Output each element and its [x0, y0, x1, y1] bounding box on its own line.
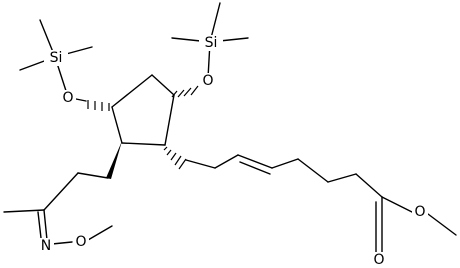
hashed-bond-c4-chain [163, 146, 187, 170]
atom-ester-o-carbonyl: O [373, 252, 384, 268]
bond-side-c3-methyl [3, 209, 45, 213]
bond-ester-o-methyl [427, 213, 457, 236]
bond-chain-7 [355, 173, 383, 198]
atom-oxime-o: O [75, 234, 86, 250]
bond-ring-c5-c1 [111, 106, 123, 144]
bond-chain-2 [214, 154, 239, 169]
ester-o-bg [412, 204, 428, 220]
bond-o-methyl [87, 225, 113, 241]
bond-side-c3-n-2 [37, 211, 42, 239]
bond-side-c2-c3 [43, 172, 79, 211]
bond-chain-5 [297, 158, 329, 183]
bond-chain-4 [271, 158, 299, 169]
bond-side-c1-c2 [77, 172, 109, 179]
bond-chain-3-double-inner [239, 161, 271, 175]
bond-n-o [51, 241, 73, 245]
bond-ring-c4-c5 [121, 142, 166, 146]
bond-ring-c2-c3 [151, 74, 175, 96]
bond-ester-c-o [381, 196, 413, 213]
bond-ring-c1-c2 [111, 74, 153, 108]
si-left-bg [44, 50, 68, 66]
bond-side-c3-n-1 [43, 209, 48, 241]
carbonyl-o-bg [371, 252, 387, 268]
wedge-bond-c5-sidechain [106, 141, 122, 179]
atom-o-right: O [202, 73, 213, 89]
bond-ring-c3-c4 [164, 94, 175, 146]
hashed-bond-c3-o-right [171, 85, 199, 98]
oxime-o-bg [73, 234, 89, 250]
si-right-bg [199, 35, 223, 51]
atom-o-left: O [62, 90, 73, 106]
bond-chain-6 [327, 173, 357, 183]
n-bg [38, 238, 54, 254]
atom-si-left: Si [50, 50, 63, 66]
hashed-bond-c1-o-left [87, 100, 110, 111]
o-right-bg [200, 73, 216, 89]
atom-si-right: Si [205, 35, 218, 51]
atom-oxime-n: N [41, 238, 51, 254]
o-left-bg [60, 90, 76, 106]
bond-chain-3-double [237, 154, 273, 169]
bond-o-left-stub [75, 98, 87, 102]
atom-ester-o-single: O [414, 204, 425, 220]
bond-chain-1 [185, 159, 216, 169]
